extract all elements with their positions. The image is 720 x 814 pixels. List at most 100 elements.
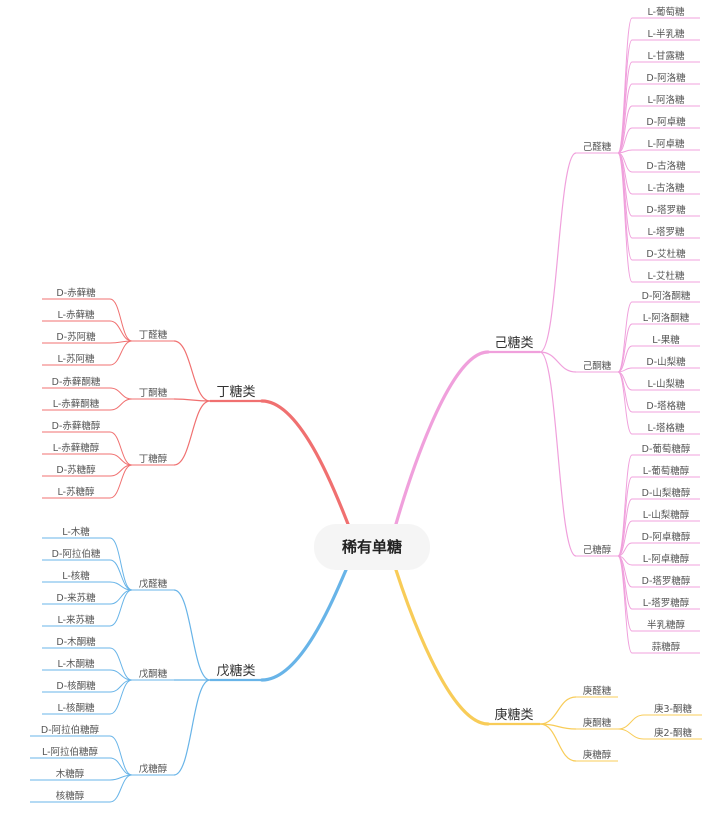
leaf-ji-2-8-connector — [617, 555, 633, 632]
group-wu-2-label[interactable]: 戊糖醇 — [139, 763, 168, 775]
leaf-node[interactable]: L-古洛糖 — [647, 182, 685, 194]
leaf-node[interactable]: D-阿拉伯糖 — [52, 548, 101, 560]
root-node-background — [314, 524, 430, 570]
group-ji-1-label[interactable]: 己酮糖 — [583, 360, 612, 372]
leaf-node[interactable]: D-木酮糖 — [56, 636, 96, 648]
leaf-ji-0-11-connector — [617, 152, 633, 261]
leaf-wu-0-0-connector — [109, 537, 133, 591]
leaf-node[interactable]: D-苏阿糖 — [56, 331, 96, 343]
leaf-node[interactable]: 庚3-酮糖 — [654, 703, 692, 715]
leaf-node[interactable]: L-阿拉伯糖醇 — [42, 746, 99, 758]
leaf-node[interactable]: L-山梨糖 — [647, 378, 685, 390]
leaf-node[interactable]: L-葡萄糖醇 — [643, 465, 690, 477]
branch-ji-label[interactable]: 己糖类 — [494, 335, 533, 351]
leaf-node[interactable]: 庚2-酮糖 — [654, 727, 692, 739]
leaf-node[interactable]: D-苏糖醇 — [56, 464, 96, 476]
leaf-node[interactable]: L-山梨糖醇 — [643, 509, 690, 521]
leaf-ji-2-3-connector — [617, 520, 633, 557]
leaf-node[interactable]: L-木糖 — [62, 526, 90, 538]
leaf-geng-1-1-connector — [617, 728, 645, 740]
leaf-node[interactable]: D-阿洛酮糖 — [642, 290, 691, 302]
leaf-node[interactable]: L-阿卓糖醇 — [643, 553, 690, 565]
leaf-node[interactable]: 木糖醇 — [56, 768, 85, 780]
leaf-node[interactable]: L-木酮糖 — [57, 658, 95, 670]
group-ding-1-label[interactable]: 丁酮糖 — [139, 387, 168, 399]
connector-lines — [30, 17, 702, 803]
leaf-node[interactable]: D-赤藓酮糖 — [52, 376, 101, 388]
leaf-node[interactable]: D-艾杜糖 — [646, 248, 686, 260]
leaf-ji-1-0-connector — [617, 301, 633, 373]
leaf-node[interactable]: L-赤藓糖醇 — [53, 442, 100, 454]
leaf-node[interactable]: L-阿洛酮糖 — [643, 312, 690, 324]
group-ding-2-connector — [173, 400, 211, 466]
leaf-node[interactable]: D-古洛糖 — [646, 160, 686, 172]
group-geng-1-label[interactable]: 庚酮糖 — [583, 717, 612, 729]
leaf-ding-2-1-connector — [109, 453, 133, 466]
leaf-wu-2-3-connector — [109, 774, 133, 803]
leaf-node[interactable]: D-来苏糖 — [56, 592, 96, 604]
leaf-geng-1-0-connector — [617, 714, 645, 730]
group-geng-2-label[interactable]: 庚糖醇 — [583, 749, 612, 761]
group-ji-2-connector — [539, 351, 577, 557]
leaf-wu-2-0-connector — [109, 735, 133, 776]
leaf-node[interactable]: D-塔格糖 — [646, 400, 686, 412]
leaf-node[interactable]: D-阿卓糖醇 — [642, 531, 691, 543]
group-ding-2-label[interactable]: 丁糖醇 — [139, 453, 168, 465]
leaf-node[interactable]: L-塔罗糖醇 — [643, 597, 690, 609]
leaf-node[interactable]: D-阿洛糖 — [646, 72, 686, 84]
group-ji-2-label[interactable]: 己糖醇 — [583, 544, 612, 556]
group-ji-1-connector — [539, 351, 577, 373]
leaf-node[interactable]: L-半乳糖 — [647, 28, 685, 40]
leaf-ding-1-0-connector — [109, 387, 133, 400]
branch-ding-label[interactable]: 丁糖类 — [216, 384, 255, 400]
leaf-node[interactable]: 半乳糖醇 — [647, 619, 686, 631]
group-ding-0-label[interactable]: 丁醛糖 — [139, 329, 168, 341]
leaf-node[interactable]: D-葡萄糖醇 — [642, 443, 691, 455]
leaf-ji-1-1-connector — [617, 323, 633, 373]
group-geng-2-connector — [539, 723, 577, 762]
group-wu-1-label[interactable]: 戊酮糖 — [139, 668, 168, 680]
branch-geng-label[interactable]: 庚糖类 — [494, 707, 533, 723]
leaf-node[interactable]: L-阿卓糖 — [647, 138, 685, 150]
leaf-node[interactable]: L-苏阿糖 — [57, 353, 95, 365]
branch-geng-connector — [394, 568, 490, 726]
leaf-node[interactable]: L-苏糖醇 — [57, 486, 95, 498]
group-geng-0-label[interactable]: 庚醛糖 — [583, 685, 612, 697]
leaf-node[interactable]: L-核糖 — [62, 570, 90, 582]
leaf-node[interactable]: D-山梨糖醇 — [642, 487, 691, 499]
leaf-node[interactable]: L-核酮糖 — [57, 702, 95, 714]
leaf-node[interactable]: 核糖醇 — [56, 790, 85, 802]
leaf-wu-0-4-connector — [109, 589, 133, 627]
leaf-node[interactable]: D-赤藓糖 — [56, 287, 96, 299]
leaf-node[interactable]: L-赤藓糖 — [57, 309, 95, 321]
group-ji-0-connector — [539, 152, 577, 353]
leaf-wu-0-1-connector — [109, 559, 133, 591]
root-node[interactable]: 稀有单糖 — [314, 524, 430, 570]
leaf-node[interactable]: L-艾杜糖 — [647, 270, 685, 282]
leaf-node[interactable]: L-来苏糖 — [57, 614, 95, 626]
leaf-ding-0-1-connector — [109, 320, 133, 342]
leaf-node[interactable]: D-山梨糖 — [646, 356, 686, 368]
group-wu-0-label[interactable]: 戊醛糖 — [139, 578, 168, 590]
root-node-label: 稀有单糖 — [342, 538, 402, 556]
leaf-node[interactable]: L-果糖 — [652, 334, 680, 346]
leaf-node[interactable]: 蒜糖醇 — [652, 641, 681, 653]
leaf-node[interactable]: L-赤藓酮糖 — [53, 398, 100, 410]
leaf-node[interactable]: L-甘露糖 — [647, 50, 685, 62]
branch-wu-label[interactable]: 戊糖类 — [216, 663, 255, 679]
group-ji-0-label[interactable]: 己醛糖 — [583, 141, 612, 153]
leaf-node[interactable]: L-塔格糖 — [647, 422, 685, 434]
leaf-node[interactable]: L-阿洛糖 — [647, 94, 685, 106]
leaf-node[interactable]: D-核酮糖 — [56, 680, 96, 692]
leaf-node[interactable]: L-塔罗糖 — [647, 226, 685, 238]
leaf-node[interactable]: D-塔罗糖醇 — [642, 575, 691, 587]
leaf-node[interactable]: D-阿拉伯糖醇 — [41, 724, 100, 736]
leaf-node[interactable]: D-塔罗糖 — [646, 204, 686, 216]
leaf-node[interactable]: D-赤藓糖醇 — [52, 420, 101, 432]
leaf-node[interactable]: L-葡萄糖 — [647, 6, 685, 18]
leaf-node[interactable]: D-阿卓糖 — [646, 116, 686, 128]
